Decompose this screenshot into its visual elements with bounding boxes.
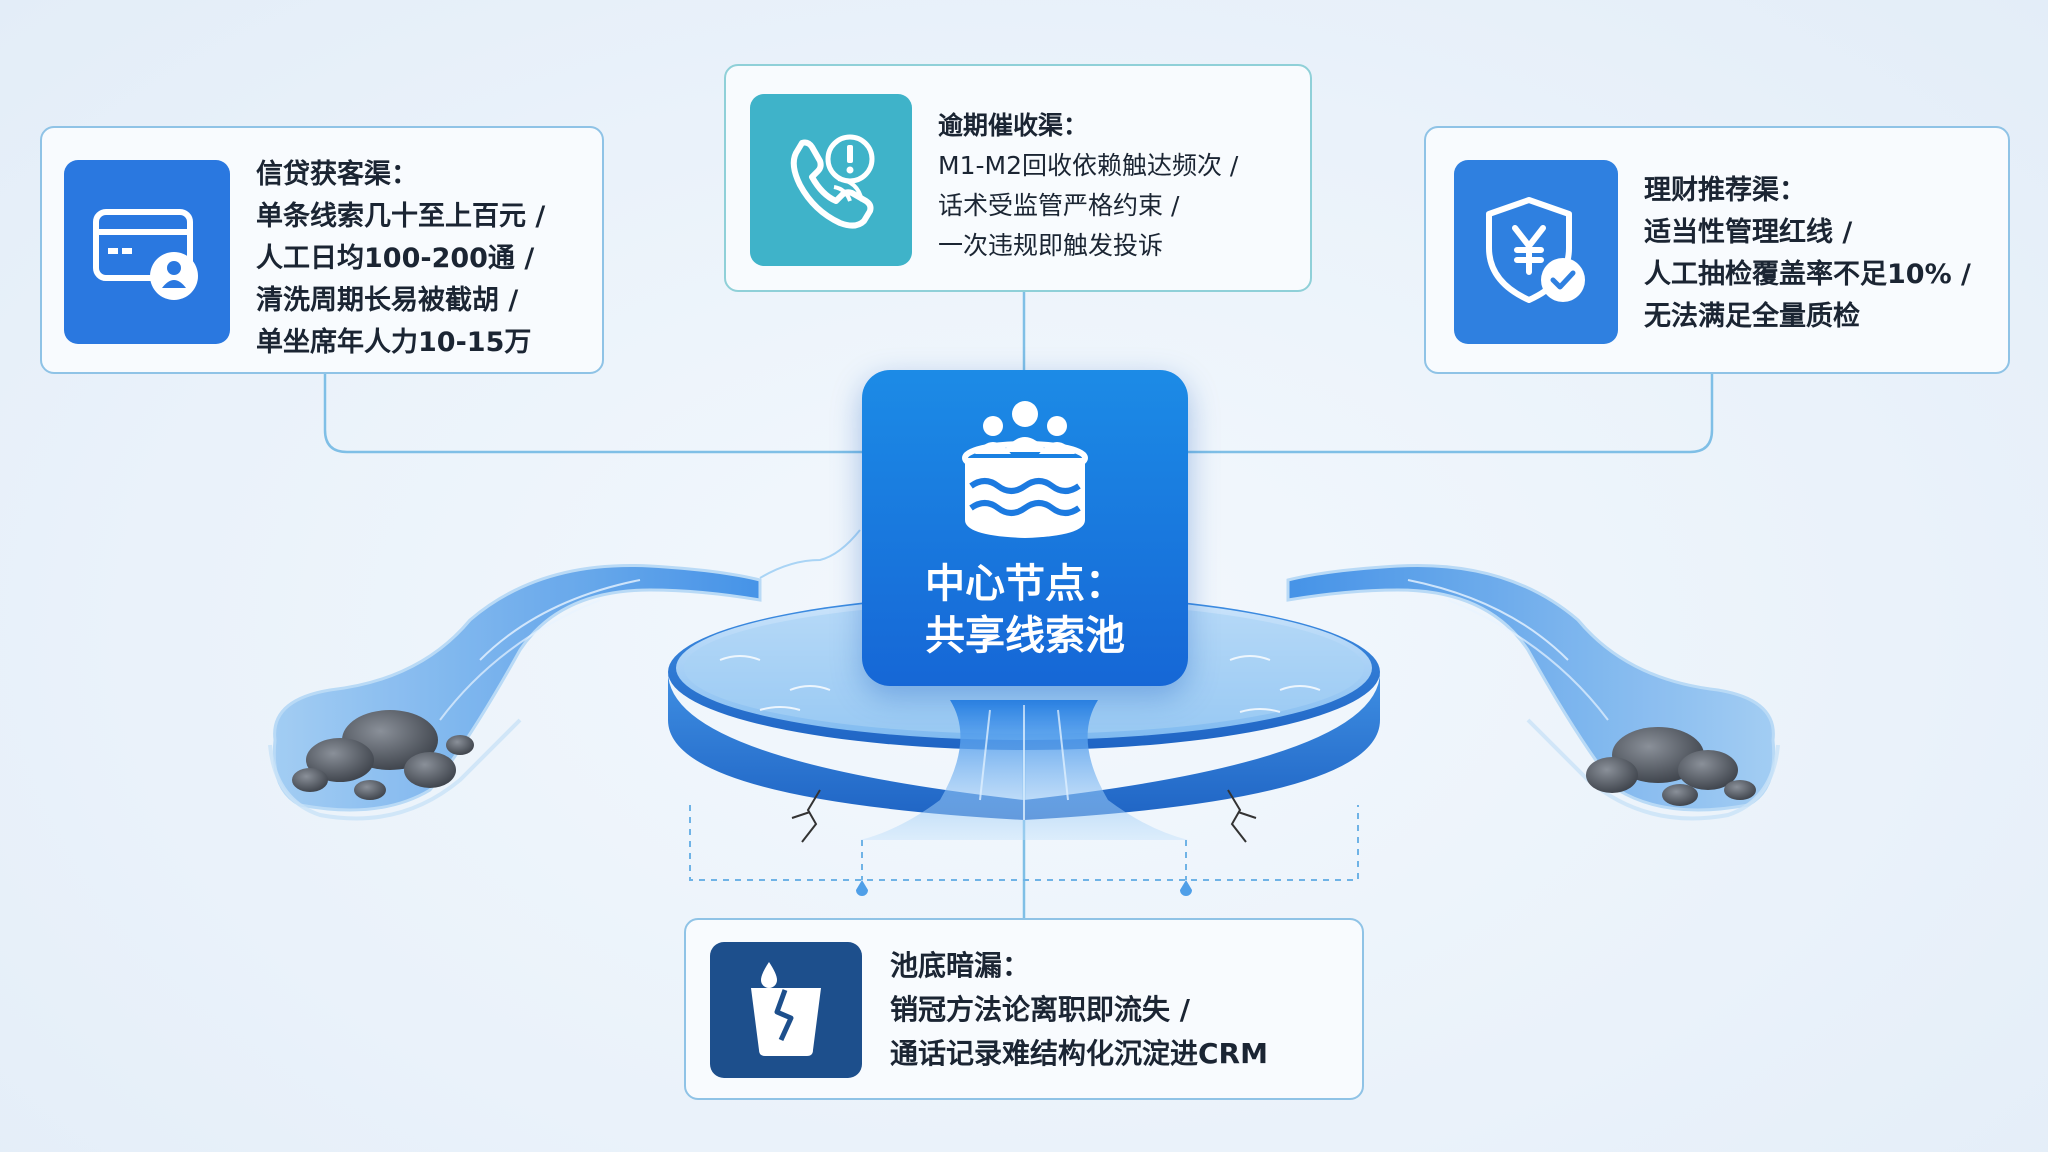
credit-line-1: 单条线索几十至上百元 / <box>256 201 546 232</box>
leak-line-2: 通话记录难结构化沉淀进CRM <box>890 1037 1268 1070</box>
wealth-line-1: 适当性管理红线 / <box>1644 217 1853 248</box>
pool-people-icon <box>962 401 1088 538</box>
card-collection-channel: 逾期催收渠： M1-M2回收依赖触达频次 / 话术受监管严格约束 / 一次违规即… <box>724 64 1312 292</box>
credit-line-2: 人工日均100-200通 / <box>256 243 535 274</box>
left-stream <box>268 529 861 821</box>
credit-line-4: 单坐席年人力10-15万 <box>256 327 532 358</box>
collection-line-1: M1-M2回收依赖触达频次 / <box>938 151 1239 180</box>
card-credit-channel: 信贷获客渠： 单条线索几十至上百元 / 人工日均100-200通 / 清洗周期长… <box>40 126 604 374</box>
leak-title: 池底暗漏： <box>890 949 1031 982</box>
shield-yen-check-icon <box>1454 160 1618 344</box>
center-node: 中心节点： 共享线索池 <box>862 370 1188 686</box>
phone-alert-icon <box>750 94 912 266</box>
wealth-line-2: 人工抽检覆盖率不足10% / <box>1644 259 1971 290</box>
center-title-line-1: 中心节点： <box>925 561 1125 607</box>
collection-title: 逾期催收渠： <box>938 111 1089 140</box>
wealth-title: 理财推荐渠： <box>1644 175 1806 206</box>
collection-line-2: 话术受监管严格约束 / <box>938 191 1180 220</box>
broken-bucket-icon <box>710 942 862 1078</box>
center-title-line-2: 共享线索池 <box>925 613 1125 659</box>
card-pool-leak: 池底暗漏： 销冠方法论离职即流失 / 通话记录难结构化沉淀进CRM <box>684 918 1364 1100</box>
wealth-line-3: 无法满足全量质检 <box>1644 301 1860 332</box>
leak-line-1: 销冠方法论离职即流失 / <box>890 993 1190 1026</box>
collection-line-3: 一次违规即触发投诉 <box>938 231 1164 260</box>
credit-card-user-icon <box>64 160 230 344</box>
card-wealth-channel: 理财推荐渠： 适当性管理红线 / 人工抽检覆盖率不足10% / 无法满足全量质检 <box>1424 126 2010 374</box>
credit-line-3: 清洗周期长易被截胡 / <box>256 285 519 316</box>
credit-title: 信贷获客渠： <box>256 159 418 190</box>
right-stream <box>1286 563 1780 821</box>
